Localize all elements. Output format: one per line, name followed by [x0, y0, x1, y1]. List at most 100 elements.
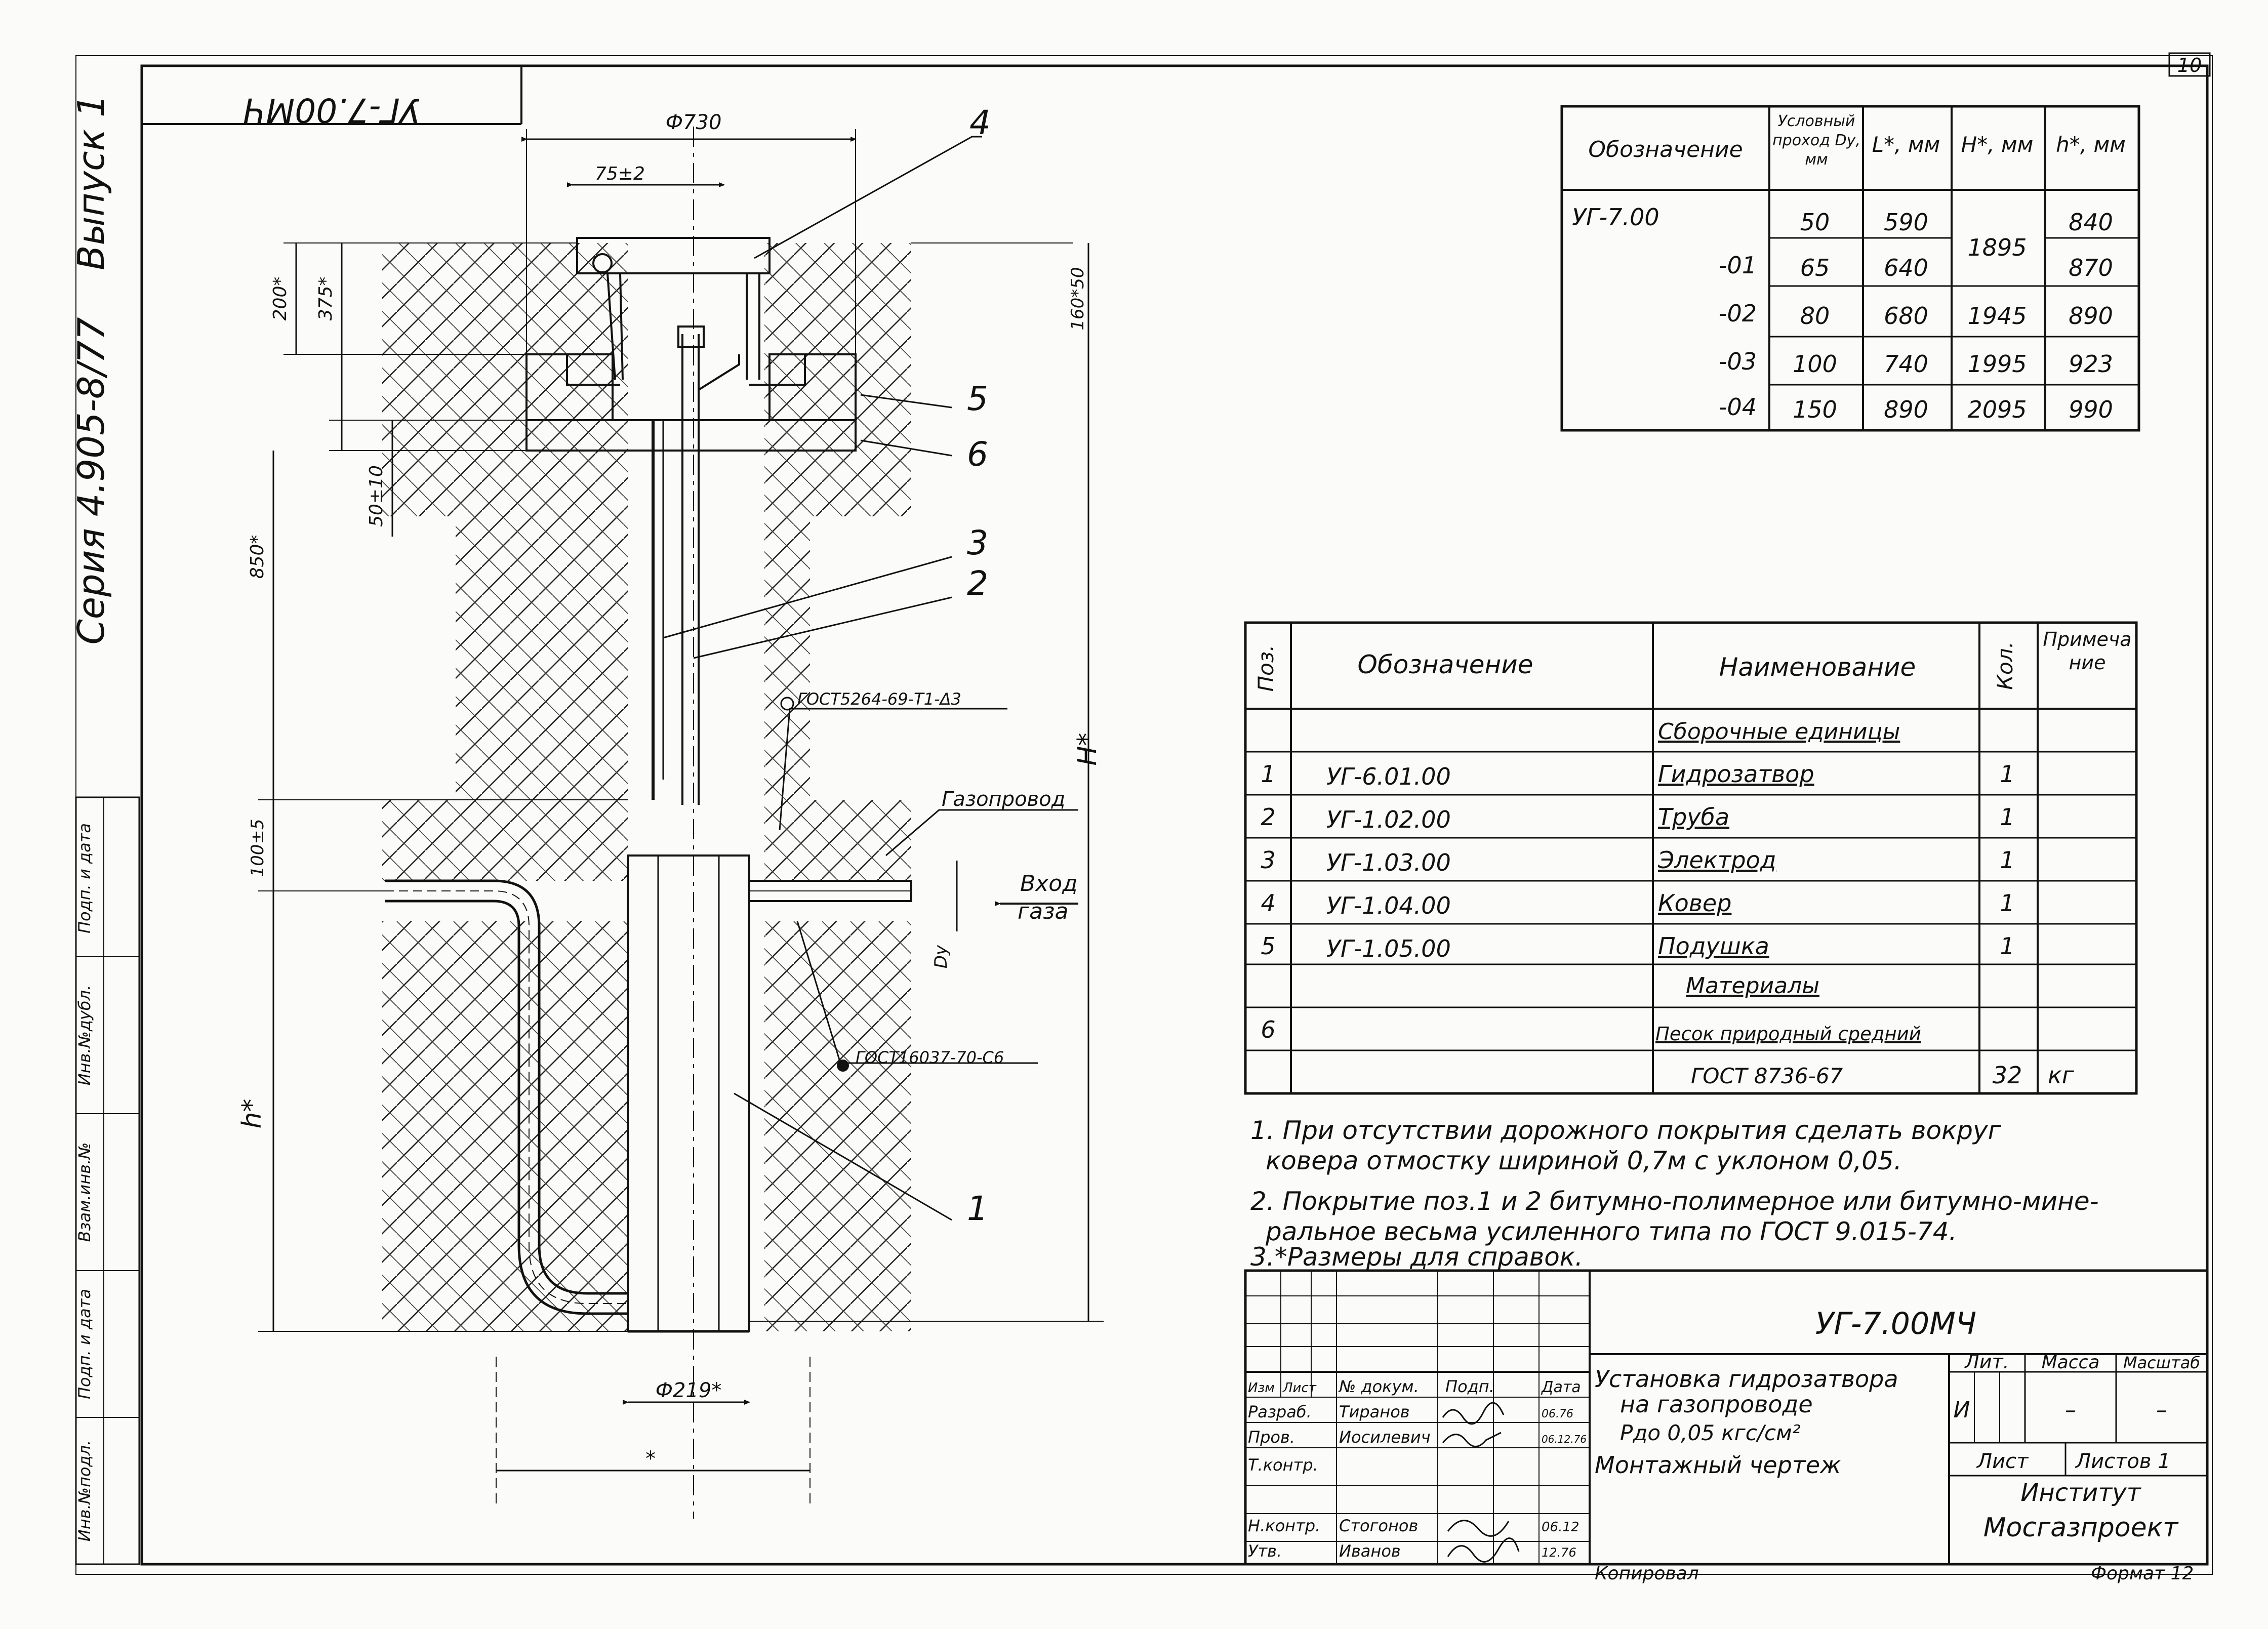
dim-table-cell: 870 [2069, 254, 2113, 281]
callout-6: 6 [967, 435, 988, 474]
spec-cell: 2 [1261, 803, 1275, 831]
tb-lit-label: Лит. [1964, 1351, 2009, 1373]
note-line: 3.*Размеры для справок. [1250, 1242, 1583, 1272]
tb-person: Тиранов [1339, 1402, 1410, 1421]
dim-table-header: H*, мм [1961, 132, 2034, 157]
drain-pipe-inner [385, 900, 628, 1315]
tb-scale-label: Масштаб [2123, 1353, 2200, 1372]
dim-label: 375* [315, 277, 336, 321]
format-label: Формат 12 [2091, 1563, 2194, 1584]
carpet-lid [576, 237, 771, 274]
tb-sheets-label: Листов 1 [2075, 1450, 2171, 1473]
tb-date: 06.12 [1542, 1520, 1579, 1535]
spec-cell: Гидрозатвор [1658, 760, 1814, 788]
tb-col-header: № докум. [1338, 1377, 1419, 1396]
tb-role: Н.контр. [1248, 1516, 1320, 1535]
tb-role: Утв. [1248, 1541, 1282, 1561]
signature [1442, 1402, 1505, 1425]
spec-section-materials: Материалы [1686, 973, 1819, 999]
side-stamp [75, 796, 140, 1565]
dim-table-cell: 680 [1884, 302, 1928, 330]
spec-cell: 1 [2000, 846, 2014, 874]
issue-label: Выпуск 1 [70, 94, 112, 270]
dim-table-cell: 1895 [1967, 234, 2027, 261]
title-block [1244, 1269, 2209, 1566]
tb-org: Институт [2020, 1479, 2141, 1507]
dim-table-cell: 990 [2069, 396, 2113, 423]
spec-cell: 3 [1261, 846, 1275, 874]
callout-4: 4 [969, 103, 991, 142]
tb-date: 06.12.76 [1542, 1433, 1587, 1445]
tb-role: Пров. [1248, 1428, 1295, 1447]
weld-spec-top: ГОСТ5264-69-Т1-Δ3 [797, 689, 961, 709]
drain-pipe-outer [385, 879, 628, 1295]
signature [1447, 1520, 1510, 1537]
spec-cell: Подушка [1658, 932, 1769, 960]
dim-table-rows: УГ-7.00 50 590 1895 840 -01 65 640 870 -… [1572, 203, 2113, 423]
tb-person: Иванов [1339, 1541, 1401, 1561]
spec-cell: УГ-1.03.00 [1326, 849, 1451, 876]
series-label: Серия 4.905-8/77 [70, 317, 112, 644]
spec-header-pos: Поз. [1253, 645, 1278, 692]
side-stamp-cell: Взам.инв.№ [75, 1143, 94, 1242]
dim-table-cell: 890 [1884, 396, 1928, 423]
gas-inlet-label: газа [1018, 899, 1068, 924]
dim-table-cell: -01 [1719, 252, 1757, 279]
dim-table-cell: 840 [2069, 209, 2113, 236]
dim-table-cell: 1995 [1967, 350, 2027, 378]
spec-cell: 1 [1261, 760, 1275, 788]
spec-section-assembly: Сборочные единицы [1658, 719, 1900, 745]
dim-table-cell: -04 [1719, 393, 1757, 421]
title-line: на газопроводе [1620, 1391, 1813, 1418]
code-stamp-rotated: УГ-7.00МЧ [243, 91, 420, 130]
note-line: 2. Покрытие поз.1 и 2 битумно-полимерное… [1250, 1187, 2099, 1216]
callout-3: 3 [967, 523, 988, 562]
note-line: 1. При отсутствии дорожного покрытия сде… [1250, 1116, 2002, 1145]
signature [1442, 1432, 1502, 1447]
tb-mass-label: Масса [2042, 1352, 2100, 1373]
tb-role: Т.контр. [1248, 1455, 1318, 1475]
spec-cell: Песок природный средний [1655, 1023, 1921, 1045]
spec-cell: 4 [1261, 889, 1275, 917]
copied-by: Копировал [1595, 1563, 1699, 1584]
spec-header: Наименование [1719, 653, 1916, 682]
dim-label: * [645, 1447, 656, 1471]
dim-label: Ф219* [656, 1379, 722, 1402]
page-number: 10 [2177, 54, 2202, 76]
dim-table-cell: 640 [1884, 254, 1928, 281]
tb-role: Разраб. [1248, 1402, 1312, 1421]
dim-table-cell: 923 [2069, 350, 2113, 378]
dim-label: 75±2 [595, 164, 645, 184]
title-line: Установка гидрозатвора [1595, 1365, 1898, 1393]
tb-person: Иосилевич [1339, 1428, 1431, 1447]
spec-cell: УГ-1.04.00 [1326, 892, 1451, 919]
tb-col-header: Лист [1282, 1380, 1317, 1396]
spec-cell: 1 [2000, 889, 2014, 917]
spec-cell: 6 [1261, 1016, 1275, 1043]
spec-cell: кг [2048, 1062, 2075, 1089]
tb-col-header: Изм [1248, 1380, 1275, 1396]
spec-cell: 1 [2000, 760, 2014, 788]
note-line: ковера отмостку шириной 0,7м с уклоном 0… [1266, 1146, 1902, 1175]
dim-label-H: H* [1072, 732, 1103, 765]
dim-table-cell: 100 [1793, 350, 1837, 378]
side-stamp-cell: Инв.№дубл. [75, 985, 94, 1086]
title-designation: УГ-7.00МЧ [1815, 1306, 1976, 1341]
spec-header-note: Примечание [2043, 628, 2131, 674]
dim-table-cell: 590 [1884, 209, 1928, 236]
callout-5: 5 [967, 379, 988, 418]
spec-header: Обозначение [1358, 650, 1533, 679]
spec-cell: УГ-6.01.00 [1326, 763, 1451, 790]
callout-2: 2 [967, 564, 988, 603]
tb-mass-value: – [2065, 1397, 2076, 1423]
dim-table-cell: -03 [1719, 348, 1757, 375]
spec-cell: Труба [1658, 803, 1729, 831]
tb-col-header: Дата [1541, 1378, 1581, 1396]
spec-cell: УГ-1.02.00 [1326, 806, 1451, 833]
dim-label: 50±10 [366, 465, 387, 527]
dimension-table [1560, 105, 2140, 432]
tb-org: Мосгазпроект [1983, 1513, 2179, 1543]
dim-label: 200* [270, 277, 291, 321]
dim-label: 850* [247, 535, 268, 579]
